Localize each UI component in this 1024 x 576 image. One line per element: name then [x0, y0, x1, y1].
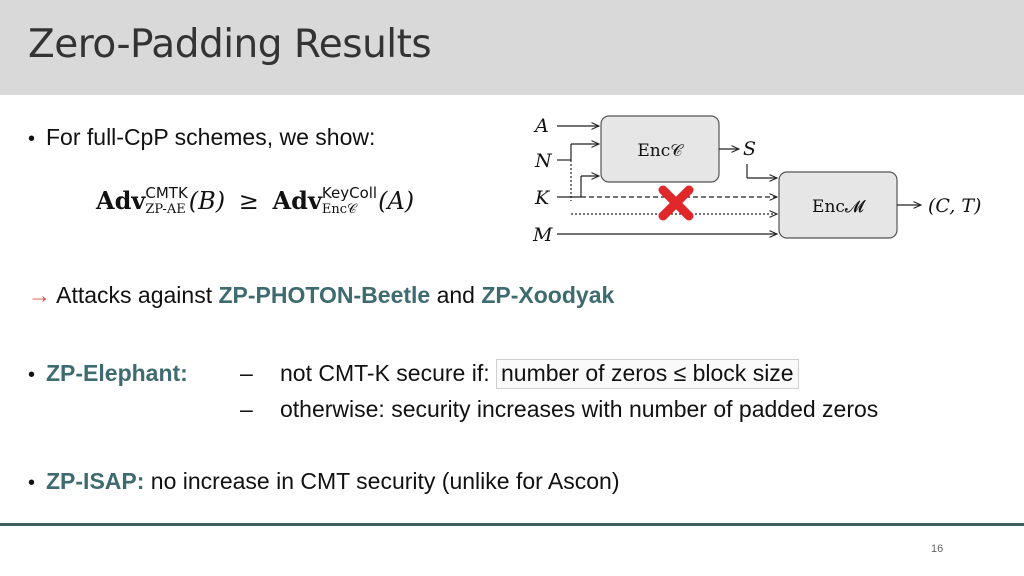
arrow-right-icon: → [28, 282, 51, 308]
bullet-dot: • [28, 128, 36, 150]
adv-left-sub: ZP-AE [145, 201, 186, 217]
bullet-full-cpp: • For full-CpP schemes, we show: [28, 124, 375, 151]
bullet-text: For full-CpP schemes, we show: [46, 124, 376, 150]
output-CT-label: (C, T) [928, 195, 981, 217]
attacks-line: → Attacks against ZP-PHOTON-Beetle and Z… [28, 282, 614, 309]
elephant-item-2: – otherwise: security increases with numb… [240, 396, 878, 423]
input-M-label: M [532, 224, 553, 246]
cross-icon [658, 185, 694, 221]
elephant-item-2-text: otherwise: security increases with numbe… [280, 396, 879, 422]
highlight-box: number of zeros ≤ block size [496, 359, 799, 389]
footer-divider [0, 523, 1024, 526]
title-bar: Zero-Padding Results [0, 0, 1024, 95]
adv-left: Adv [96, 186, 146, 215]
page-number: 16 [931, 543, 944, 555]
adv-right: Adv [272, 186, 322, 215]
scheme-xoodyak: ZP-Xoodyak [481, 282, 615, 308]
relation-sign: ≥ [238, 187, 259, 215]
dash-marker: – [240, 396, 253, 422]
adv-right-sup: KeyColl [321, 183, 378, 202]
adv-right-sub: Enc𝒞 [321, 201, 357, 217]
elephant-item-1-prefix: not CMT-K secure if: [280, 360, 490, 386]
encryption-diagram: A N K M S Enc𝒞 Enc𝓜 (C, T) [532, 115, 981, 246]
scheme-photon-beetle: ZP-PHOTON-Beetle [218, 282, 431, 308]
adv-right-arg: (A) [378, 187, 415, 215]
bullet-elephant: • ZP-Elephant: [28, 360, 188, 387]
elephant-label: ZP-Elephant: [46, 360, 188, 386]
attacks-joiner: and [436, 282, 475, 308]
enc-c-label: Enc𝒞 [637, 141, 684, 161]
isap-label: ZP-ISAP: [46, 468, 145, 494]
page-title: Zero-Padding Results [28, 22, 432, 67]
dash-marker: – [240, 360, 253, 386]
input-N-label: N [534, 150, 553, 172]
input-K-label: K [534, 187, 551, 209]
enc-m-label: Enc𝓜 [812, 197, 866, 217]
isap-text: no increase in CMT security (unlike for … [150, 468, 620, 494]
adv-left-arg: (B) [188, 187, 226, 215]
bullet-dot: • [28, 364, 36, 386]
elephant-item-1: – not CMT-K secure if: number of zeros ≤ … [240, 359, 799, 389]
input-A-label: A [533, 115, 549, 137]
bullet-isap: • ZP-ISAP: no increase in CMT security (u… [28, 468, 620, 495]
adv-left-sup: CMTK [145, 183, 188, 202]
output-S-label: S [743, 138, 756, 160]
attacks-prefix: Attacks against [56, 282, 213, 308]
bullet-dot: • [28, 472, 36, 494]
